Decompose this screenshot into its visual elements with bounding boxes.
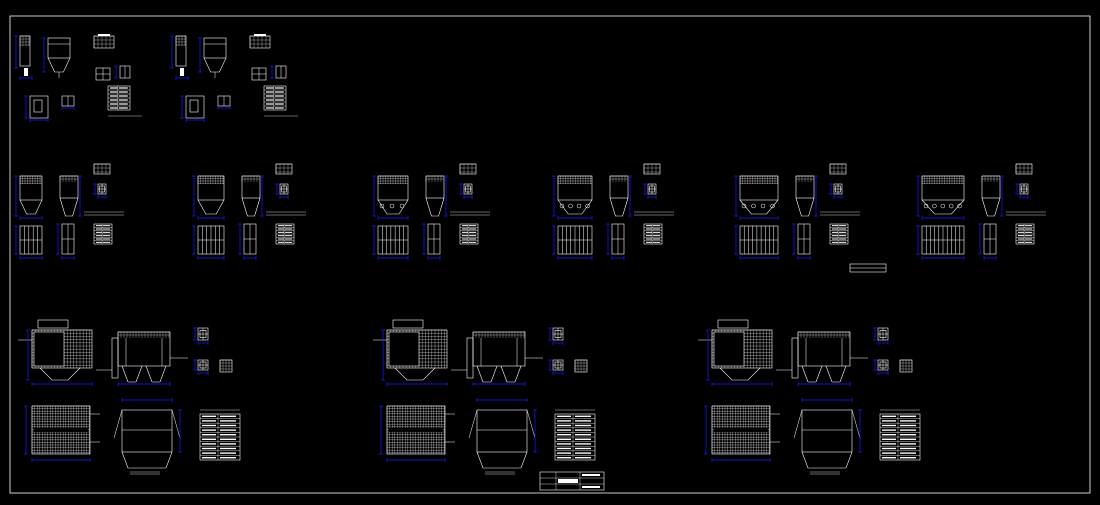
drawing-content (14, 34, 1046, 475)
dust-collector-group-2 (373, 319, 596, 475)
filter-module-group-6 (916, 163, 1046, 260)
filter-module-group-2 (192, 163, 306, 260)
filter-module-group-1 (14, 163, 124, 260)
filter-module-group-4 (552, 163, 674, 260)
filter-module-group-5 (734, 163, 860, 260)
filter-module-group-3 (372, 163, 490, 260)
drawing-frame-border (9, 15, 1091, 494)
detail-group-small-1 (14, 34, 142, 122)
dust-collector-group-3 (698, 319, 921, 475)
note-block (849, 263, 887, 273)
title-block (539, 471, 605, 491)
dust-collector-group-1 (18, 319, 241, 475)
detail-group-small-2 (170, 34, 298, 122)
